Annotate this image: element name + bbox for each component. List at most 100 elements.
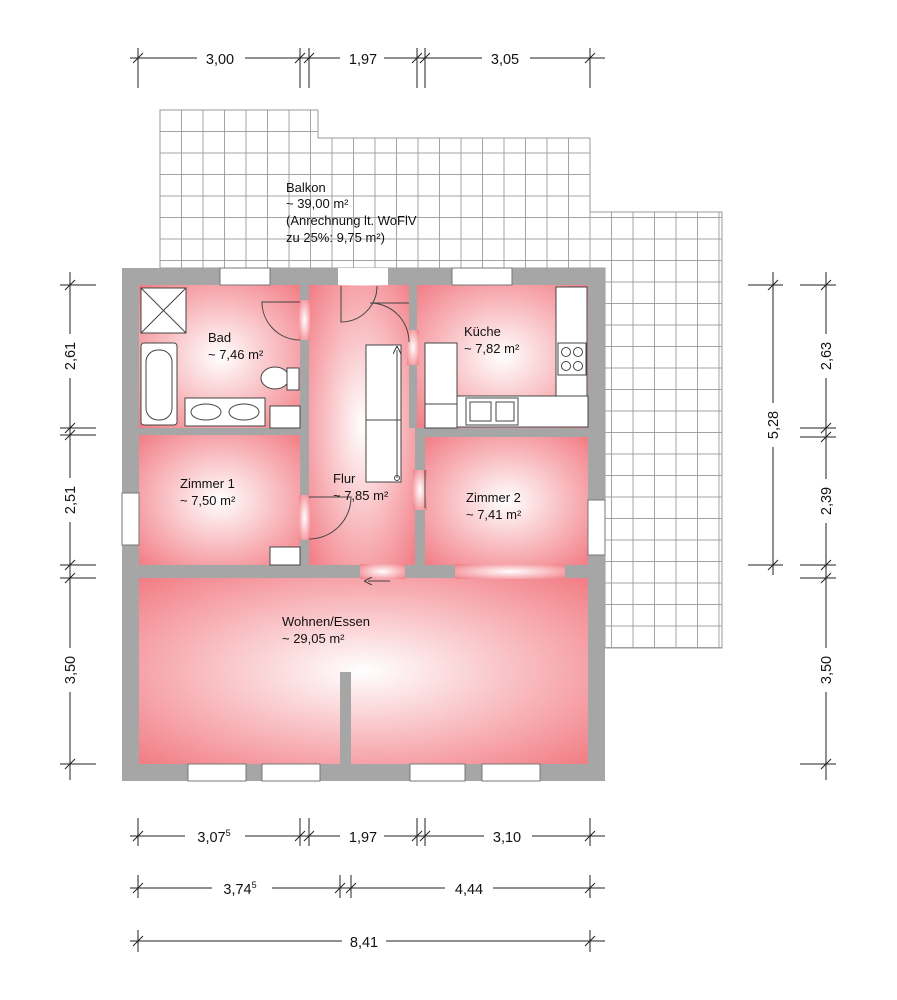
room-wohnen-fill (139, 578, 588, 764)
dim-bottom1-2: 1,97 (349, 830, 377, 846)
dim-label-bg (817, 648, 835, 692)
dim-balcony-group: 5,28 (764, 403, 782, 447)
burner (561, 361, 571, 371)
staircase (365, 344, 402, 581)
opening-wohnen-zimmer2 (455, 564, 565, 579)
dim-label-bg (342, 932, 386, 950)
sink-basin-left (190, 403, 222, 421)
dim-label-bg (61, 334, 79, 378)
room-area-zimmer1: ~ 7,50 m² (180, 493, 236, 508)
wall (300, 285, 309, 428)
dim-top-3: 3,05 (491, 52, 519, 68)
rooms (139, 285, 588, 764)
dim-label-bg (482, 49, 530, 67)
dim-label-bg (212, 879, 272, 897)
door-opening-bad (299, 300, 310, 340)
bathroom-fixtures (140, 287, 301, 429)
window (451, 267, 513, 286)
dim-label-bg (61, 478, 79, 522)
dim-label-bg (484, 827, 532, 845)
shower-diagonal (140, 287, 187, 334)
balcony-door-opening (338, 268, 388, 286)
dim-sup: 5 (226, 828, 231, 838)
sink-basin-right (228, 403, 260, 421)
dim-left-1-group: 2,61 (61, 334, 79, 378)
sink-basin (469, 401, 492, 422)
stair-start (394, 475, 400, 481)
door-opening-zimmer1 (299, 495, 310, 540)
room-zimmer2-fill (425, 437, 588, 565)
stove (557, 342, 587, 376)
wall (139, 428, 309, 435)
room-name-wohnen: Wohnen/Essen (282, 614, 370, 629)
window (187, 763, 247, 782)
dim-label-bg (764, 403, 782, 447)
stair-flight (365, 344, 402, 483)
door-swings (261, 285, 426, 540)
door-opening-kueche (407, 330, 419, 365)
dim-label-bg (340, 49, 384, 67)
dim-right-2-group: 2,39 (817, 479, 835, 523)
dim-sup: 5 (252, 880, 257, 890)
dim-slash (820, 279, 832, 770)
dim-slash (132, 830, 596, 842)
window (121, 492, 140, 546)
zimmer1-cabinet (269, 546, 301, 566)
dim-bottom2-2: 4,44 (455, 882, 483, 898)
toilet (260, 366, 290, 390)
dim-right-1-group: 2,63 (817, 334, 835, 378)
balcony-note: (Anrechnung lt. WoFlV (286, 213, 417, 228)
room-zimmer1-fill (139, 435, 301, 565)
door-opening-zimmer2 (413, 470, 427, 510)
door-swing-bad (261, 301, 301, 341)
dim-slash (64, 279, 76, 770)
dim-bottom2-1: 3,745 (223, 880, 256, 898)
dim-top-2: 1,97 (349, 52, 377, 68)
room-area-zimmer2: ~ 7,41 m² (466, 507, 522, 522)
dim-right-3: 3,50 (819, 656, 835, 684)
burner (573, 361, 583, 371)
room-name-zimmer1: Zimmer 1 (180, 476, 235, 491)
dim-left-3: 3,50 (63, 656, 79, 684)
dim-main: 3,07 (197, 830, 225, 846)
dim-slash (132, 882, 596, 894)
room-name-kueche: Küche (464, 324, 501, 339)
dim-total: 8,41 (350, 935, 378, 951)
room-area-flur: ~ 7,85 m² (333, 488, 389, 503)
burner (573, 347, 583, 357)
bad-cabinet (269, 405, 301, 429)
balcony-name: Balkon (286, 180, 326, 195)
dim-label-bg (197, 49, 245, 67)
dim-left-2: 2,51 (63, 486, 79, 514)
dim-slash (767, 279, 779, 571)
dim-left-3-group: 3,50 (61, 648, 79, 692)
window (481, 763, 541, 782)
burner (561, 347, 571, 357)
dim-label-bg (340, 827, 384, 845)
balcony-area: ~ 39,00 m² (286, 196, 349, 211)
wall (417, 428, 588, 437)
door-swing-kueche (369, 302, 410, 343)
dim-right-3-group: 3,50 (817, 648, 835, 692)
openings (299, 300, 565, 579)
dim-right-2: 2,39 (819, 487, 835, 515)
wall (340, 672, 351, 764)
dim-slash (132, 935, 596, 947)
balcony-door-opening-rest (338, 285, 388, 286)
dim-label-bg (185, 827, 245, 845)
dim-label-bg (817, 479, 835, 523)
dim-main: 3,74 (223, 882, 251, 898)
dim-right-1: 2,63 (819, 342, 835, 370)
dim-bottom1-1: 3,075 (197, 828, 230, 846)
dim-label-bg (61, 648, 79, 692)
room-area-kueche: ~ 7,82 m² (464, 341, 520, 356)
dim-top-1: 3,00 (206, 52, 234, 68)
dimension-lines (60, 48, 836, 952)
balcony-note: zu 25%: 9,75 m²) (286, 230, 385, 245)
window (261, 763, 321, 782)
window (409, 763, 466, 782)
sink-basin (495, 401, 515, 422)
kitchen-cabinet-low (424, 403, 458, 429)
